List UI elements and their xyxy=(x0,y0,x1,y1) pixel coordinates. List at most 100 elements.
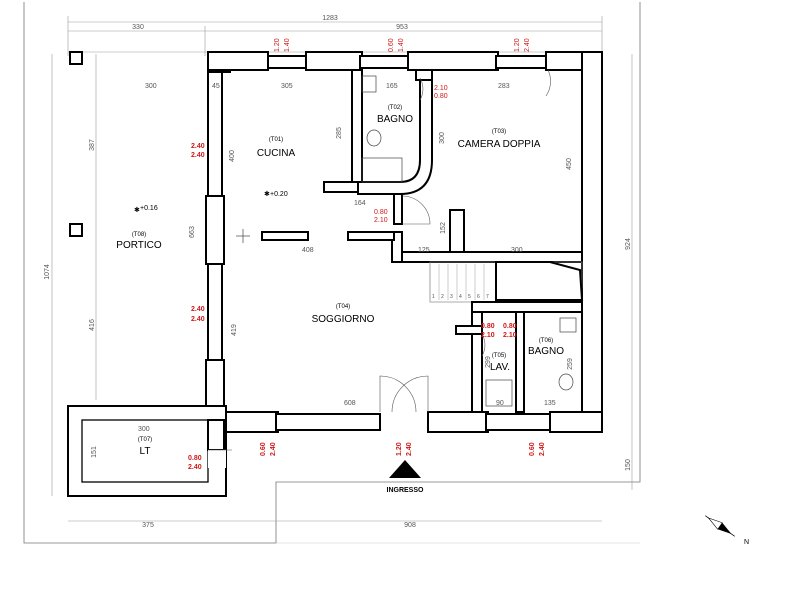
dim-soggiorno-depth: 419 xyxy=(231,324,238,336)
door-lav-swing xyxy=(481,333,486,357)
north-arrow-icon xyxy=(705,515,735,537)
opening-portico-1: 2.40 xyxy=(191,306,205,313)
opening-bagno-door-height: 2.10 xyxy=(434,85,448,92)
level-marker-cucina: ✱ xyxy=(264,190,270,198)
room-code-t03: (T03) xyxy=(492,129,506,135)
opening-entry-width: 1.20 xyxy=(396,442,403,456)
bagno-sink xyxy=(361,75,377,93)
wall-cucina-bagno-stub xyxy=(323,181,359,193)
wall-west-a xyxy=(207,71,223,197)
opening-lt-door-width: 0.80 xyxy=(188,455,202,462)
dim-top-inner: 953 xyxy=(396,24,408,31)
dim-lt-width: 300 xyxy=(138,426,150,433)
opening-cucina-2: 2.40 xyxy=(191,152,205,159)
stair-step-number: 4 xyxy=(459,294,462,300)
entrance-arrow-icon xyxy=(389,460,421,478)
entrance-label: INGRESSO xyxy=(387,487,425,494)
wall-east xyxy=(581,51,603,433)
opening-lt-door-height: 2.40 xyxy=(188,464,202,471)
door-soggiorno-entry-swing xyxy=(379,375,417,413)
dim-right-small: 150 xyxy=(625,459,632,471)
room-name-lav: LAV. xyxy=(490,362,510,373)
wall-bagno-door-jamb xyxy=(415,69,433,81)
dim-cucina-width: 305 xyxy=(281,83,293,90)
opening-portico-2: 2.40 xyxy=(191,316,205,323)
opening-s3-height: 2.40 xyxy=(539,442,546,456)
room-code-t04: (T04) xyxy=(336,304,350,310)
door-soggiorno-entry-swing xyxy=(391,375,429,413)
opening-bagno2-door-height: 2.10 xyxy=(503,332,517,339)
dim-lt-depth: 151 xyxy=(91,446,98,458)
opening-n1-width: 1.20 xyxy=(274,38,281,52)
sheet-frame xyxy=(23,2,641,544)
wall-bagno-west xyxy=(351,69,363,191)
opening-bagno-door-width: 0.80 xyxy=(434,93,448,100)
dim-45: 45 xyxy=(212,83,220,90)
bagno2-sink xyxy=(559,317,577,333)
wall-lav-stub xyxy=(455,325,483,335)
opening-n3-height: 2.40 xyxy=(524,38,531,52)
wall-stair-east xyxy=(495,261,584,301)
dim-portico-width: 300 xyxy=(145,83,157,90)
room-code-t01: (T01) xyxy=(269,137,283,143)
portico-pillar xyxy=(69,51,83,65)
level-portico: +0.16 xyxy=(140,205,158,212)
stair-step-number: 7 xyxy=(486,294,489,300)
opening-n2-height: 1.40 xyxy=(398,38,405,52)
dim-camera-width-top: 283 xyxy=(498,83,510,90)
dim-152: 152 xyxy=(440,222,447,234)
wall-north-2 xyxy=(305,51,363,71)
lav-box xyxy=(485,379,513,407)
portico-pillar xyxy=(69,223,83,237)
dim-lav-width: 90 xyxy=(496,400,504,407)
room-name-cucina: CUCINA xyxy=(257,148,296,159)
dim-soggiorno-width: 608 xyxy=(344,400,356,407)
dim-camera-depth: 450 xyxy=(566,158,573,170)
dim-285: 285 xyxy=(336,127,343,139)
lt-doorway xyxy=(208,450,226,468)
stair-step-number: 3 xyxy=(450,294,453,300)
window-south-1 xyxy=(275,413,381,431)
opening-s3-width: 0.60 xyxy=(529,442,536,456)
dim-bagno2-width: 135 xyxy=(544,400,556,407)
wall-bagno-curve xyxy=(357,77,433,195)
opening-entry-height: 2.40 xyxy=(406,442,413,456)
room-name-bagno: BAGNO xyxy=(377,114,413,125)
dim-lav-depth: 299 xyxy=(485,356,492,368)
opening-n3-width: 1.20 xyxy=(514,38,521,52)
room-code-t06: (T06) xyxy=(539,338,553,344)
wall-lav-bagno xyxy=(515,311,525,413)
level-marker-portico: ✱ xyxy=(134,206,140,214)
wall-corridor-stub-2 xyxy=(449,209,465,253)
room-code-t05: (T05) xyxy=(492,353,506,359)
window-north-cucina xyxy=(267,55,309,69)
opening-n2-width: 0.60 xyxy=(388,38,395,52)
opening-s1-height: 2.40 xyxy=(270,442,277,456)
wall-west-c xyxy=(205,359,225,413)
stair-step-number: 1 xyxy=(432,294,435,300)
dim-top-left: 330 xyxy=(132,24,144,31)
stair-step-number: 2 xyxy=(441,294,444,300)
bagno-toilet xyxy=(366,129,382,147)
wall-south-2 xyxy=(427,411,489,433)
dim-left-total: 1074 xyxy=(44,264,51,280)
room-code-t07: (T07) xyxy=(138,437,152,443)
dim-top-total: 1283 xyxy=(322,15,338,22)
wall-cucina-partition-1 xyxy=(261,231,309,241)
dim-300-bagno: 300 xyxy=(439,132,446,144)
bagno2-toilet xyxy=(558,373,574,391)
opening-bagno2-door-width: 0.80 xyxy=(503,323,517,330)
opening-lav-door-width: 0.80 xyxy=(481,323,495,330)
stair-step-number: 6 xyxy=(477,294,480,300)
opening-cucina-1: 2.40 xyxy=(191,143,205,150)
dim-left-lower: 416 xyxy=(89,319,96,331)
dim-cucina-depth: 400 xyxy=(229,150,236,162)
room-name-soggiorno: SOGGIORNO xyxy=(312,314,375,325)
level-cucina: +0.20 xyxy=(270,191,288,198)
room-name-bagno-2: BAGNO xyxy=(528,346,564,357)
dim-164: 164 xyxy=(354,200,366,207)
wall-lt-east xyxy=(207,419,225,451)
wall-north-1 xyxy=(207,51,269,71)
wall-corridor-west xyxy=(391,231,403,263)
